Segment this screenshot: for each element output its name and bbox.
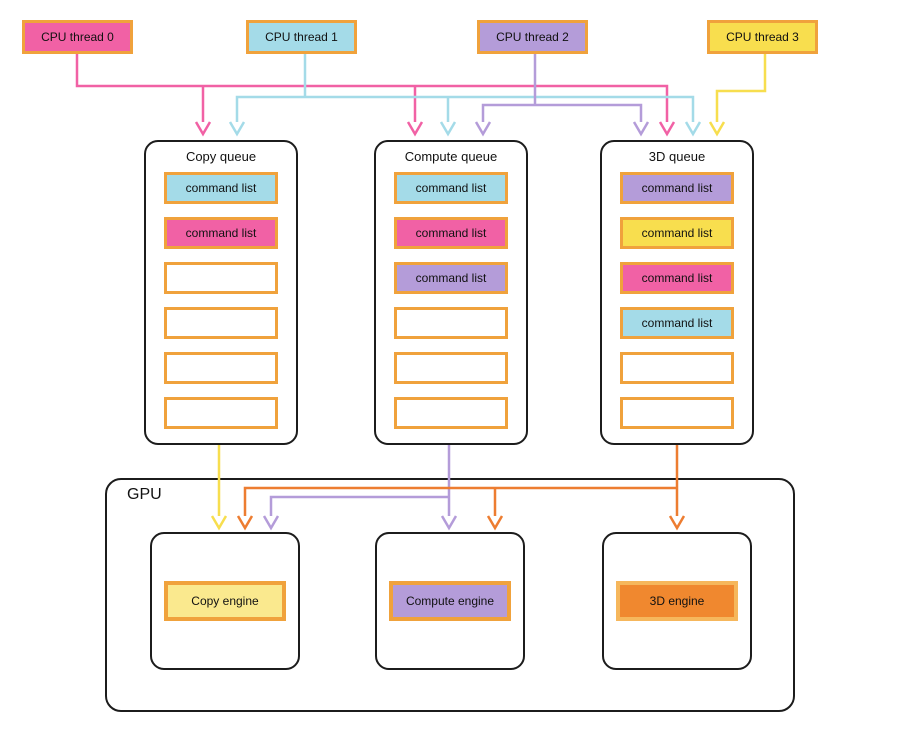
command-list-label: command list <box>185 181 257 195</box>
3d-engine-label-box: 3D engine <box>616 581 738 621</box>
command-list-slot <box>164 262 278 294</box>
command-list-slot: command list <box>394 217 508 249</box>
copy-engine-box: Copy engine <box>150 532 300 670</box>
3d-queue-box: 3D queue command list command list comma… <box>600 140 754 445</box>
copy-queue-box: Copy queue command list command list <box>144 140 298 445</box>
command-list-slot <box>394 307 508 339</box>
command-list-slot <box>394 397 508 429</box>
cpu-thread-3-label: CPU thread 3 <box>726 30 799 44</box>
copy-queue-title: Copy queue <box>185 149 257 164</box>
arrow-down-icon <box>194 121 212 137</box>
cpu-thread-1-label: CPU thread 1 <box>265 30 338 44</box>
command-list-slot <box>164 397 278 429</box>
3d-engine-label: 3D engine <box>649 594 705 608</box>
cpu-thread-0-box: CPU thread 0 <box>22 20 133 54</box>
3d-engine-box: 3D engine <box>602 532 752 670</box>
command-list-label: command list <box>641 226 713 240</box>
cpu-thread-1-box: CPU thread 1 <box>246 20 357 54</box>
command-list-slot <box>620 397 734 429</box>
command-list-slot <box>620 352 734 384</box>
thread1-arrows <box>228 54 702 137</box>
command-list-slot <box>164 352 278 384</box>
command-list-slot: command list <box>164 217 278 249</box>
thread2-arrows <box>474 54 650 137</box>
compute-queue-box: Compute queue command list command list … <box>374 140 528 445</box>
command-list-slot: command list <box>620 307 734 339</box>
arrow-down-icon <box>439 121 457 137</box>
thread3-arrows <box>708 54 767 137</box>
command-list-label: command list <box>415 181 487 195</box>
compute-engine-label: Compute engine <box>405 594 495 608</box>
arrow-down-icon <box>474 121 492 137</box>
arrow-down-icon <box>658 121 676 137</box>
command-list-slot: command list <box>394 172 508 204</box>
command-list-slot: command list <box>394 262 508 294</box>
command-list-slot: command list <box>620 172 734 204</box>
arrow-down-icon <box>632 121 650 137</box>
command-list-label: command list <box>641 316 713 330</box>
compute-engine-box: Compute engine <box>375 532 525 670</box>
command-list-label: command list <box>185 226 257 240</box>
arrow-down-icon <box>708 121 726 137</box>
arrow-down-icon <box>406 121 424 137</box>
command-list-label: command list <box>641 271 713 285</box>
gpu-label: GPU <box>127 486 162 503</box>
cpu-thread-2-label: CPU thread 2 <box>496 30 569 44</box>
command-list-slot: command list <box>620 217 734 249</box>
arrow-down-icon <box>228 121 246 137</box>
3d-queue-title: 3D queue <box>648 149 706 164</box>
command-list-slot <box>394 352 508 384</box>
thread0-arrows <box>75 54 676 137</box>
command-list-slot <box>164 307 278 339</box>
arrow-down-icon <box>684 121 702 137</box>
compute-engine-label-box: Compute engine <box>389 581 511 621</box>
command-list-label: command list <box>641 181 713 195</box>
cpu-thread-0-label: CPU thread 0 <box>41 30 114 44</box>
command-list-slot: command list <box>164 172 278 204</box>
copy-engine-label: Copy engine <box>191 594 259 608</box>
compute-queue-title: Compute queue <box>404 149 498 164</box>
cpu-thread-2-box: CPU thread 2 <box>477 20 588 54</box>
copy-engine-label-box: Copy engine <box>164 581 286 621</box>
cpu-thread-3-box: CPU thread 3 <box>707 20 818 54</box>
command-list-label: command list <box>415 271 487 285</box>
command-list-label: command list <box>415 226 487 240</box>
command-list-slot: command list <box>620 262 734 294</box>
